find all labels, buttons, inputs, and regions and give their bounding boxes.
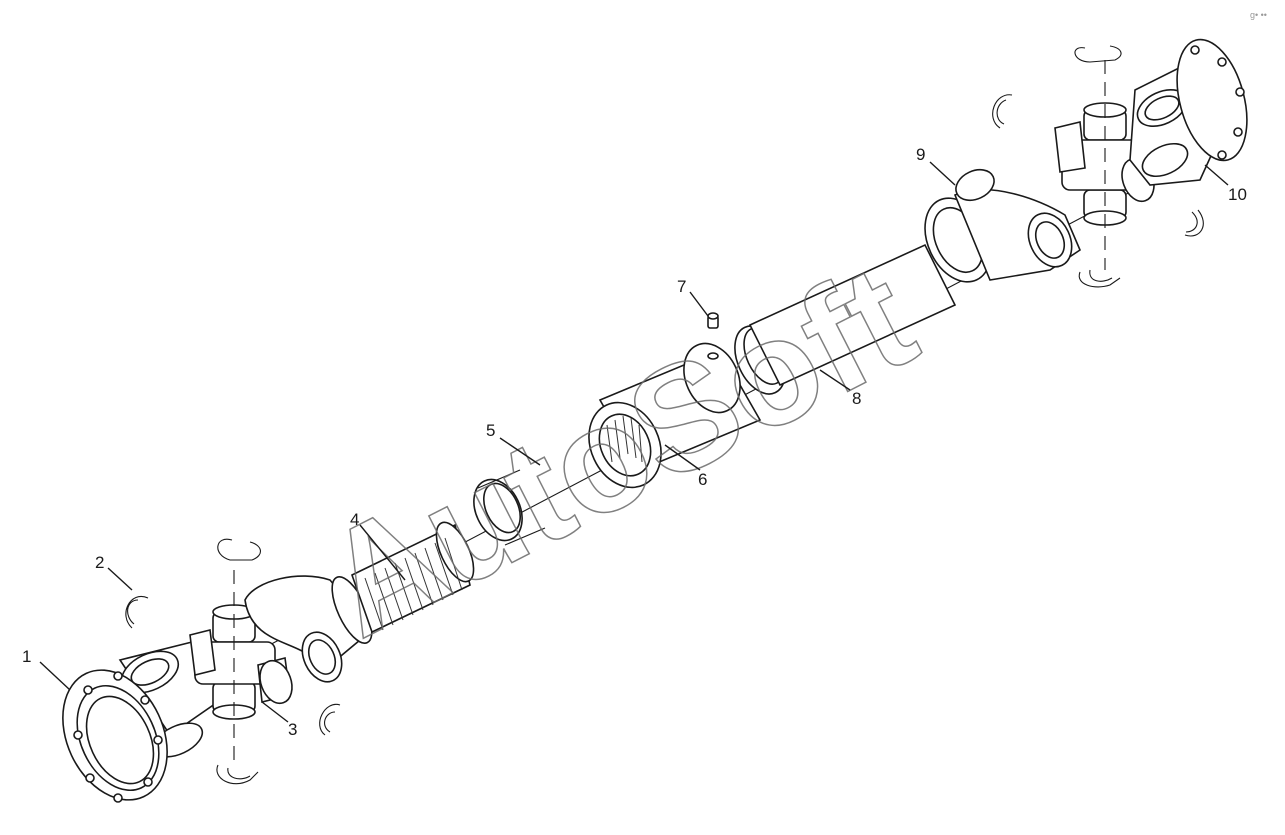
right-snap-rings xyxy=(992,45,1204,288)
watermark-text: AutoSoft xyxy=(298,231,938,668)
driveshaft-tube xyxy=(734,243,957,395)
callout-6: 6 xyxy=(698,470,707,489)
grease-fitting xyxy=(707,312,719,329)
autosoft-watermark: AutoSoft xyxy=(298,231,940,670)
right-weld-yoke xyxy=(924,168,1081,283)
callout-1: 1 xyxy=(22,647,31,666)
callout-9: 9 xyxy=(916,145,925,164)
callout-labels: 1 2 3 4 5 6 7 8 9 10 xyxy=(22,145,1247,739)
left-slip-yoke xyxy=(244,575,373,683)
shaft-splines xyxy=(364,537,463,631)
callout-4: 4 xyxy=(350,510,359,529)
left-snap-rings xyxy=(125,538,341,785)
callout-5: 5 xyxy=(486,421,495,440)
leader-lines xyxy=(39,161,1229,723)
callout-3: 3 xyxy=(288,720,297,739)
splined-shaft xyxy=(351,521,475,634)
seal-ring xyxy=(473,469,546,546)
callout-8: 8 xyxy=(852,389,861,408)
sleeve-internal-splines xyxy=(606,415,643,463)
callout-2: 2 xyxy=(95,553,104,572)
left-flange-yoke xyxy=(62,639,237,803)
callout-7: 7 xyxy=(677,277,686,296)
left-universal-joint-cross xyxy=(189,604,293,720)
right-flange-yoke xyxy=(1129,38,1248,186)
assembly-centerlines xyxy=(233,60,1106,765)
corner-mark: g• •• xyxy=(1250,10,1267,20)
callout-10: 10 xyxy=(1228,185,1247,204)
